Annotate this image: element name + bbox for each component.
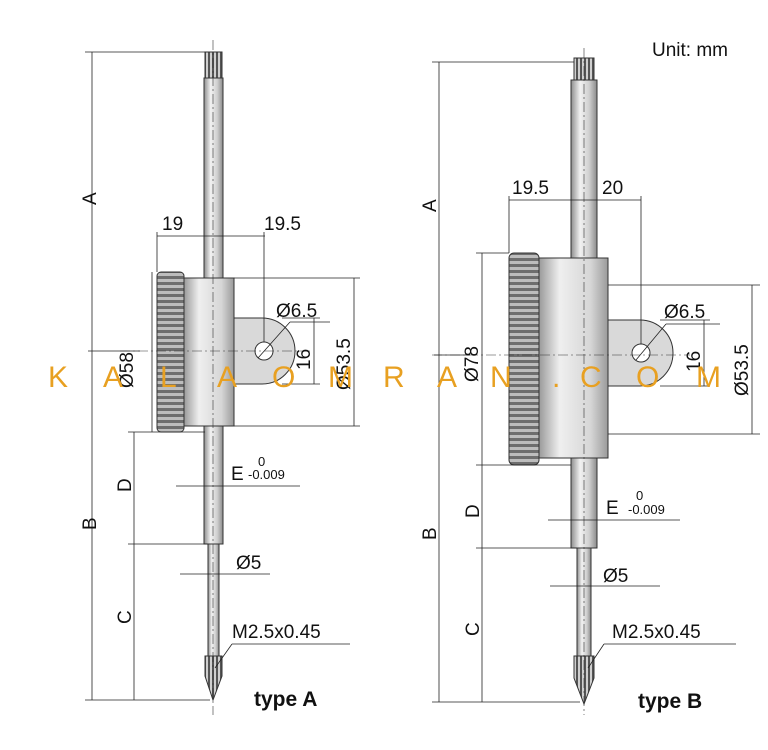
type-a-bezel xyxy=(156,271,185,433)
type-b-tol-upper: 0 xyxy=(636,488,643,503)
type-b-body xyxy=(538,257,609,459)
type-a-spindle xyxy=(207,543,220,657)
type-b-dim-B: B xyxy=(420,527,441,540)
type-a-dim-C: C xyxy=(115,610,136,624)
type-a-dim-dia53-5: Ø53.5 xyxy=(334,338,355,390)
watermark-letter: A xyxy=(217,361,237,394)
type-a-contact-point xyxy=(204,655,223,702)
type-a-dim-19-5: 19.5 xyxy=(264,214,301,235)
type-b-tol-lower: -0.009 xyxy=(628,502,665,517)
watermark-letter: A xyxy=(437,361,457,394)
watermark-letter: N xyxy=(490,361,512,394)
type-b-dim-19-5: 19.5 xyxy=(512,178,549,199)
watermark-letter: L xyxy=(160,361,177,394)
watermark-letter: . xyxy=(552,361,560,394)
type-a-upper-stem xyxy=(203,77,224,279)
type-a-body xyxy=(183,277,235,427)
type-a-label: type A xyxy=(254,688,317,711)
type-b-dim-thread: M2.5x0.45 xyxy=(612,622,701,643)
type-a-drawing: A B D C Ø58 19 19.5 Ø6.5 16 Ø53.5 E xyxy=(80,40,360,715)
type-a-tol-upper: 0 xyxy=(258,454,265,469)
watermark-letter: K xyxy=(48,361,68,394)
watermark-letter: O xyxy=(636,361,659,394)
watermark-letter: C xyxy=(580,361,602,394)
watermark-letter: M xyxy=(328,361,353,394)
type-b-drawing: A B D C Ø78 19.5 20 Ø6.5 16 Ø53.5 xyxy=(420,48,760,715)
watermark-letter: R xyxy=(383,361,405,394)
watermark: K A L A O M R A N . C O M xyxy=(48,361,721,394)
type-a-lower-stem xyxy=(203,425,224,545)
type-a-cap xyxy=(204,51,223,79)
type-b-dim-dia6-5: Ø6.5 xyxy=(664,302,705,323)
unit-label: Unit: mm xyxy=(652,40,728,61)
type-a-dim-thread: M2.5x0.45 xyxy=(232,622,321,643)
type-a-dim-dia58: Ø58 xyxy=(117,352,138,388)
watermark-letter: O xyxy=(272,361,295,394)
type-a-dim-D: D xyxy=(115,478,136,492)
type-a-dim-A: A xyxy=(80,192,101,205)
type-b-bezel xyxy=(508,252,540,466)
type-a-dim-dia5: Ø5 xyxy=(236,553,261,574)
type-b-dim-D: D xyxy=(463,504,484,518)
type-b-label: type B xyxy=(638,690,702,713)
type-b-dim-A: A xyxy=(420,199,441,212)
type-b-dim-C: C xyxy=(463,622,484,636)
type-a-dim-16: 16 xyxy=(294,349,315,370)
type-b-dim-dia5: Ø5 xyxy=(603,566,628,587)
type-b-dim-16: 16 xyxy=(684,351,705,372)
watermark-letter: A xyxy=(103,361,123,394)
type-b-dim-20: 20 xyxy=(602,178,623,199)
type-a-dim-19: 19 xyxy=(162,214,183,235)
type-a-dim-B: B xyxy=(80,517,101,530)
type-a-tol-lower: -0.009 xyxy=(248,467,285,482)
type-a-dim-E: E xyxy=(231,464,244,485)
type-a-dim-dia6-5: Ø6.5 xyxy=(276,301,317,322)
type-b-dim-E: E xyxy=(606,498,619,519)
type-b-dim-dia78: Ø78 xyxy=(462,346,483,382)
watermark-letter: M xyxy=(696,361,721,394)
type-b-dim-dia53-5: Ø53.5 xyxy=(732,344,753,396)
